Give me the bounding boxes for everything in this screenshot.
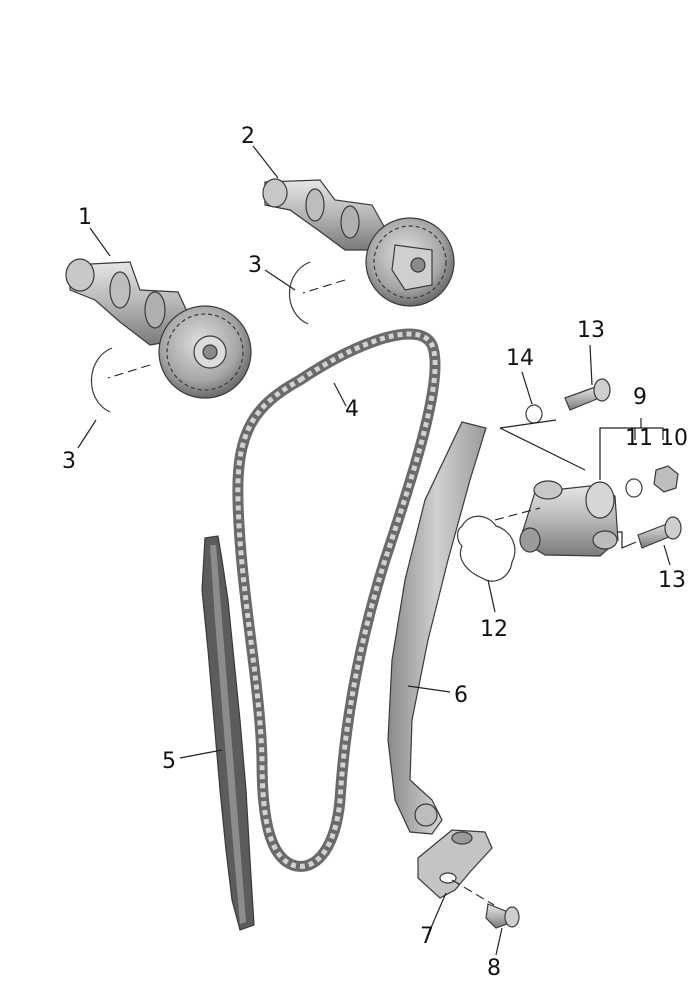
- tensioner-bracket-line: [599, 418, 664, 480]
- camshaft-lower: [65, 258, 252, 399]
- callout-13-lower: 13: [658, 568, 686, 593]
- leader-3-lower: [77, 419, 97, 449]
- callout-3-lower: 3: [62, 449, 76, 474]
- callout-3-upper: 3: [248, 253, 262, 278]
- chain-guide-rail-face: [210, 545, 246, 924]
- callout-11: 11: [625, 426, 653, 451]
- leader-3-upper: [264, 269, 296, 291]
- washer-leader: [499, 419, 586, 471]
- leader-5: [179, 749, 223, 759]
- sealing-washer: [525, 404, 543, 424]
- callout-4: 4: [345, 397, 359, 422]
- callout-14: 14: [506, 346, 534, 371]
- leader-13-upper: [589, 344, 593, 386]
- callout-9: 9: [633, 385, 647, 410]
- camshaft-upper: [262, 178, 455, 307]
- callout-6: 6: [454, 683, 468, 708]
- pivot-bracket: [417, 829, 493, 899]
- leader-1: [89, 227, 111, 257]
- gasket-axis: [494, 507, 541, 521]
- tensioner-gasket: [456, 515, 516, 582]
- leader-8: [495, 927, 503, 956]
- callout-2: 2: [241, 124, 255, 149]
- retaining-clip-lower: [90, 347, 113, 413]
- callout-5: 5: [162, 749, 176, 774]
- leader-2: [252, 145, 279, 179]
- tensioner-bolt-lower: [637, 516, 682, 549]
- callout-12: 12: [480, 617, 508, 642]
- callout-8: 8: [487, 956, 501, 981]
- tensioner-bolt-upper: [564, 378, 611, 411]
- tensioner-blade: [387, 421, 487, 835]
- leader-12: [487, 579, 496, 613]
- retaining-clip-upper: [288, 261, 311, 325]
- tensioner-washer: [625, 478, 643, 498]
- upper-clip-axis: [302, 279, 346, 294]
- leader-13-lower: [663, 544, 671, 566]
- callout-1: 1: [78, 205, 92, 230]
- leader-6: [407, 685, 451, 693]
- lower-clip-axis: [107, 364, 151, 379]
- leader-4: [333, 382, 347, 407]
- callout-10: 10: [660, 426, 688, 451]
- chain-tensioner: [519, 480, 619, 557]
- callout-13-upper: 13: [577, 318, 605, 343]
- plug-screw: [653, 465, 679, 493]
- callout-7: 7: [420, 924, 434, 949]
- bolt-bracket: [485, 903, 520, 929]
- leader-7: [429, 892, 447, 931]
- timing-chain-links: [235, 331, 438, 869]
- bolt-axis: [451, 879, 495, 906]
- leader-14: [521, 371, 533, 405]
